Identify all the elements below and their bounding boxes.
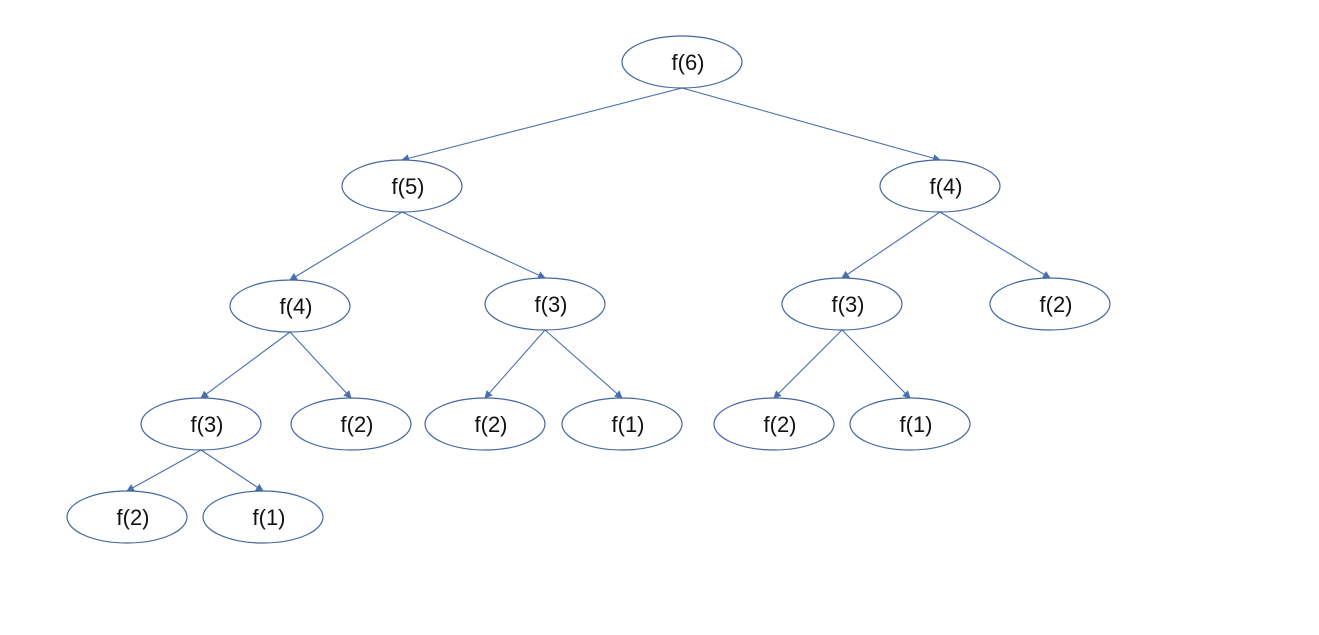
edge-n5-to-n3a: [401, 211, 546, 279]
edge-n6-to-n4r: [681, 87, 941, 162]
edges: [126, 87, 1051, 492]
edge-n3a-to-n2a: [484, 329, 546, 399]
node-ellipse: [849, 397, 971, 451]
node-label: f(4): [280, 294, 313, 319]
edge-n4l-to-n2l: [289, 331, 352, 399]
tree-node-n4l: f(4): [229, 279, 351, 333]
node-label: f(6): [672, 50, 705, 75]
node-label: f(2): [1040, 292, 1073, 317]
tree-node-n1a: f(1): [561, 397, 683, 451]
tree-node-n2l: f(2): [290, 397, 412, 451]
edge-n4l-to-n3ll: [200, 331, 291, 399]
node-label: f(1): [253, 505, 286, 530]
node-ellipse: [561, 397, 683, 451]
node-ellipse: [621, 35, 743, 89]
edge-n3r-to-n2b: [773, 329, 843, 399]
edge-n4r-to-n2r: [939, 211, 1051, 279]
node-label: f(2): [117, 505, 150, 530]
tree-node-n2a: f(2): [424, 397, 546, 451]
node-label: f(5): [392, 174, 425, 199]
node-ellipse: [484, 277, 606, 331]
node-label: f(3): [191, 412, 224, 437]
tree-node-n2c: f(2): [66, 490, 188, 544]
node-ellipse: [989, 277, 1111, 331]
node-label: f(2): [341, 412, 374, 437]
tree-node-n6: f(6): [621, 35, 743, 89]
tree-node-n3ll: f(3): [140, 397, 262, 451]
tree-node-n2b: f(2): [713, 397, 835, 451]
tree-node-n1b: f(1): [849, 397, 971, 451]
node-ellipse: [140, 397, 262, 451]
edge-n3ll-to-n1c: [200, 449, 264, 492]
tree-node-n4r: f(4): [879, 159, 1001, 213]
node-label: f(3): [535, 292, 568, 317]
node-ellipse: [713, 397, 835, 451]
node-label: f(1): [900, 412, 933, 437]
tree-node-n3a: f(3): [484, 277, 606, 331]
node-label: f(2): [475, 412, 508, 437]
node-ellipse: [879, 159, 1001, 213]
node-label: f(3): [832, 292, 865, 317]
edge-n3ll-to-n2c: [126, 449, 202, 492]
node-label: f(1): [612, 412, 645, 437]
edge-n4r-to-n3r: [841, 211, 941, 279]
node-ellipse: [424, 397, 546, 451]
tree-node-n3r: f(3): [781, 277, 903, 331]
tree-node-n2r: f(2): [989, 277, 1111, 331]
edge-n3a-to-n1a: [544, 329, 623, 399]
node-label: f(2): [764, 412, 797, 437]
nodes: f(6) f(5) f(4) f(4) f(3) f(3) f(2) f(3) f(2) f(2)…: [66, 35, 1111, 544]
node-ellipse: [229, 279, 351, 333]
node-ellipse: [341, 159, 463, 213]
node-ellipse: [66, 490, 188, 544]
tree-node-n5: f(5): [341, 159, 463, 213]
edge-n6-to-n5: [401, 87, 683, 163]
edge-n3r-to-n1b: [841, 329, 911, 399]
tree-node-n1c: f(1): [202, 490, 324, 544]
edge-n5-to-n4l: [289, 211, 403, 281]
node-ellipse: [781, 277, 903, 331]
node-ellipse: [290, 397, 412, 451]
node-label: f(4): [930, 174, 963, 199]
node-ellipse: [202, 490, 324, 544]
